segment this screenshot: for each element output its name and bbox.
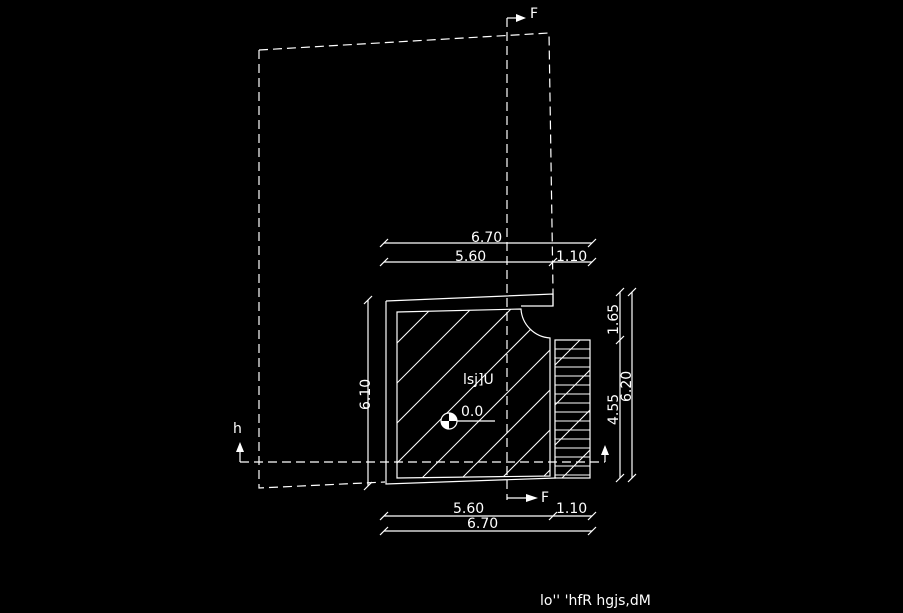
building-walls (385, 290, 557, 485)
dim-right-lower: 4.55 (606, 394, 622, 425)
section-line-h: h (233, 421, 609, 463)
section-line-f: F F (506, 6, 549, 506)
site-boundary (258, 32, 554, 489)
stair (400, 300, 591, 480)
dimension-left: 6.10 (358, 295, 374, 491)
dim-top-total: 6.70 (471, 230, 502, 246)
stair-hatch-line (400, 300, 580, 480)
stair-hatch-line (561, 449, 590, 478)
hatch-line (397, 309, 521, 478)
hatch-line (459, 309, 550, 478)
dim-top-right: 1.10 (556, 249, 587, 265)
dim-right-total: 6.20 (619, 371, 635, 402)
section-label-left: h (233, 421, 242, 437)
hatch-line (397, 309, 550, 478)
hatch-line (499, 309, 550, 478)
hatch-line (419, 309, 550, 478)
hatch-line (397, 309, 481, 478)
dim-left-height: 6.10 (358, 379, 374, 410)
dimension-bottom: 5.60 1.10 6.70 (379, 501, 597, 536)
dimension-right: 1.65 4.55 6.20 (606, 287, 637, 483)
room-label: lsj]U (463, 372, 494, 388)
dimension-top: 6.70 5.60 1.10 (379, 230, 597, 267)
hatch-line (397, 309, 441, 478)
dim-bottom-right: 1.10 (556, 501, 587, 517)
drawing-title: lo'' 'hfR hgjs,dM (540, 593, 651, 609)
section-label-top: F (530, 6, 538, 22)
hatch-line (620, 300, 800, 480)
section-label-bottom: F (541, 490, 549, 506)
level-value: 0.0 (461, 404, 483, 420)
stair-hatch-line (555, 340, 581, 366)
dim-bottom-total: 6.70 (467, 516, 498, 532)
dim-right-upper: 1.65 (606, 304, 622, 335)
level-marker: 0.0 (440, 404, 495, 430)
dim-top-left: 5.60 (455, 249, 486, 265)
floor-hatch (397, 300, 800, 480)
stair-hatch-line (555, 369, 590, 406)
dim-bottom-left: 5.60 (453, 501, 484, 517)
